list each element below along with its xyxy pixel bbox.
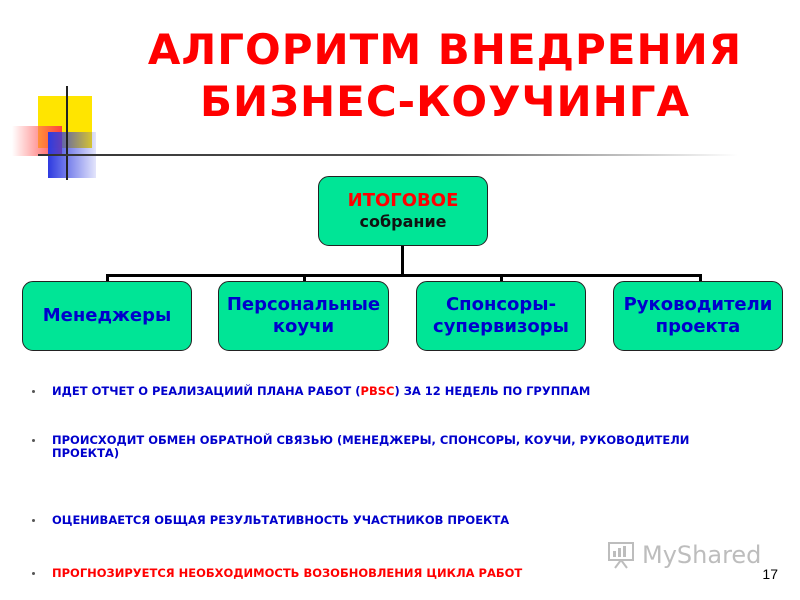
child-node-label: Менеджеры — [42, 305, 172, 327]
bullet-item-evaluation: ОЦЕНИВАЕТСЯ ОБЩАЯ РЕЗУЛЬТАТИВНОСТЬ УЧАСТ… — [32, 513, 752, 527]
root-node-line-2: собрание — [359, 212, 447, 232]
bullet-highlight-pbsc: PBSC — [360, 384, 395, 398]
bullet-text: ОЦЕНИВАЕТСЯ ОБЩАЯ РЕЗУЛЬТАТИВНОСТЬ УЧАСТ… — [52, 513, 510, 527]
bullet-dot — [32, 572, 35, 575]
child-node-project-leaders: Руководители проекта — [613, 281, 783, 351]
decor-title-underline — [38, 154, 738, 156]
child-node-label-line-1: Спонсоры- — [445, 294, 557, 316]
page-number: 17 — [762, 566, 778, 582]
connector-to-sponsors — [500, 274, 503, 282]
root-node-line-1: ИТОГОВОЕ — [347, 190, 459, 212]
child-node-sponsors-supervisors: Спонсоры- супервизоры — [416, 281, 586, 351]
child-node-label-line-2: супервизоры — [433, 316, 569, 337]
bullet-item-feedback: ПРОИСХОДИТ ОБМЕН ОБРАТНОЙ СВЯЗЬЮ (МЕНЕДЖ… — [32, 433, 732, 460]
bullet-text: ПРОИСХОДИТ ОБМЕН ОБРАТНОЙ СВЯЗЬЮ (МЕНЕДЖ… — [52, 433, 690, 460]
bullet-dot — [32, 519, 35, 522]
connector-to-coaches — [303, 274, 306, 282]
bullet-text: ПРОГНОЗИРУЕТСЯ НЕОБХОДИМОСТЬ ВОЗОБНОВЛЕН… — [52, 566, 523, 580]
title-line-2: БИЗНЕС-КОУЧИНГА — [199, 77, 691, 126]
child-node-label-line-1: Руководители — [623, 294, 773, 316]
bullet-item-forecast: ПРОГНОЗИРУЕТСЯ НЕОБХОДИМОСТЬ ВОЗОБНОВЛЕН… — [32, 566, 752, 580]
child-node-label-line-2: проекта — [655, 316, 741, 337]
child-node-managers: Менеджеры — [22, 281, 192, 351]
bullet-item-report: ИДЕТ ОТЧЕТ О РЕАЛИЗАЦИИЙ ПЛАНА РАБОТ (PB… — [32, 384, 752, 398]
child-node-label-line-2: коучи — [272, 316, 335, 337]
presentation-board-icon — [608, 542, 634, 569]
decor-vertical-line — [66, 86, 68, 180]
connector-root-down — [401, 246, 404, 274]
child-node-personal-coaches: Персональные коучи — [218, 281, 389, 351]
bullet-text: ) ЗА 12 НЕДЕЛЬ ПО ГРУППАМ — [394, 384, 591, 398]
connector-to-leaders — [699, 274, 702, 282]
bullet-list: ИДЕТ ОТЧЕТ О РЕАЛИЗАЦИИЙ ПЛАНА РАБОТ (PB… — [32, 384, 752, 580]
child-node-label-line-1: Персональные — [226, 294, 381, 316]
bullet-text: ИДЕТ ОТЧЕТ О РЕАЛИЗАЦИИЙ ПЛАНА РАБОТ ( — [52, 384, 361, 398]
title-line-1: АЛГОРИТМ ВНЕДРЕНИЯ — [147, 25, 743, 74]
myshared-watermark: MyShared — [606, 538, 766, 572]
slide-title: АЛГОРИТМ ВНЕДРЕНИЯ БИЗНЕС-КОУЧИНГА — [110, 24, 780, 128]
connector-horizontal — [106, 274, 702, 277]
bullet-dot — [32, 390, 35, 393]
root-node-final-meeting: ИТОГОВОЕ собрание — [318, 176, 488, 246]
bullet-dot — [32, 439, 35, 442]
watermark-text: MyShared — [642, 541, 762, 569]
connector-to-managers — [106, 274, 109, 282]
